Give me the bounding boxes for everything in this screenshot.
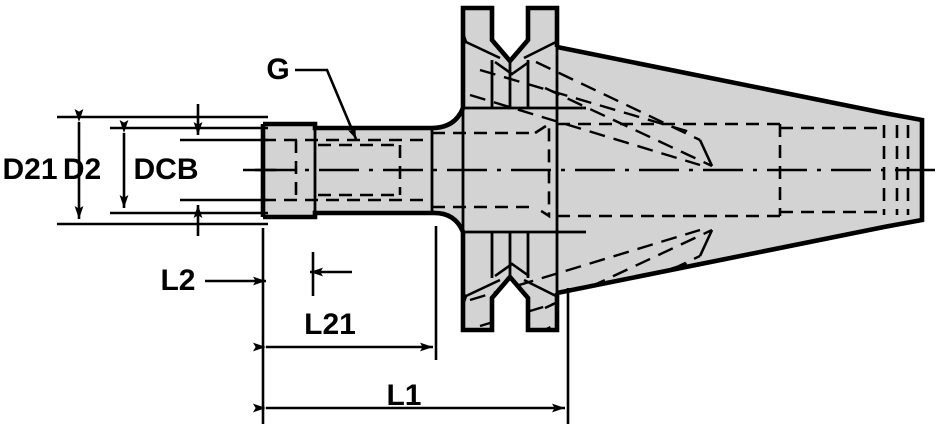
dimension-label-l1: L1 [386, 379, 421, 412]
coolant-vee-bottom [494, 262, 530, 278]
dimension-dcb: DCB [134, 104, 276, 236]
dimension-label-l2: L2 [160, 264, 195, 297]
dimension-l21: L21 [253, 226, 438, 360]
coolant-vee-top [494, 60, 530, 76]
flange-fill [463, 8, 557, 330]
dimension-l2: L2 [160, 228, 266, 300]
dimension-label-d2: D2 [63, 153, 101, 186]
dimension-label-l21: L21 [304, 308, 356, 341]
dimension-d2: D2 [63, 120, 268, 215]
dimension-label-d21: D21 [2, 153, 57, 186]
coolant-tip-lower [698, 229, 714, 257]
g-leader-line [295, 68, 358, 140]
coolant-upper-d [544, 86, 713, 168]
dimension-d21: D21 [2, 109, 268, 226]
dimension-label-g: G [266, 53, 289, 86]
coolant-upper-b [479, 68, 691, 134]
dimension-l1: L1 [253, 288, 570, 424]
callout-g: G [266, 53, 358, 140]
coolant-upper-c [535, 60, 701, 142]
dimension-label-dcb: DCB [134, 153, 199, 186]
pilot-taper-hidden [534, 121, 551, 219]
outline-bottom-left [263, 210, 466, 233]
coolant-tip-upper [698, 139, 714, 167]
outline-top-left [263, 107, 466, 131]
